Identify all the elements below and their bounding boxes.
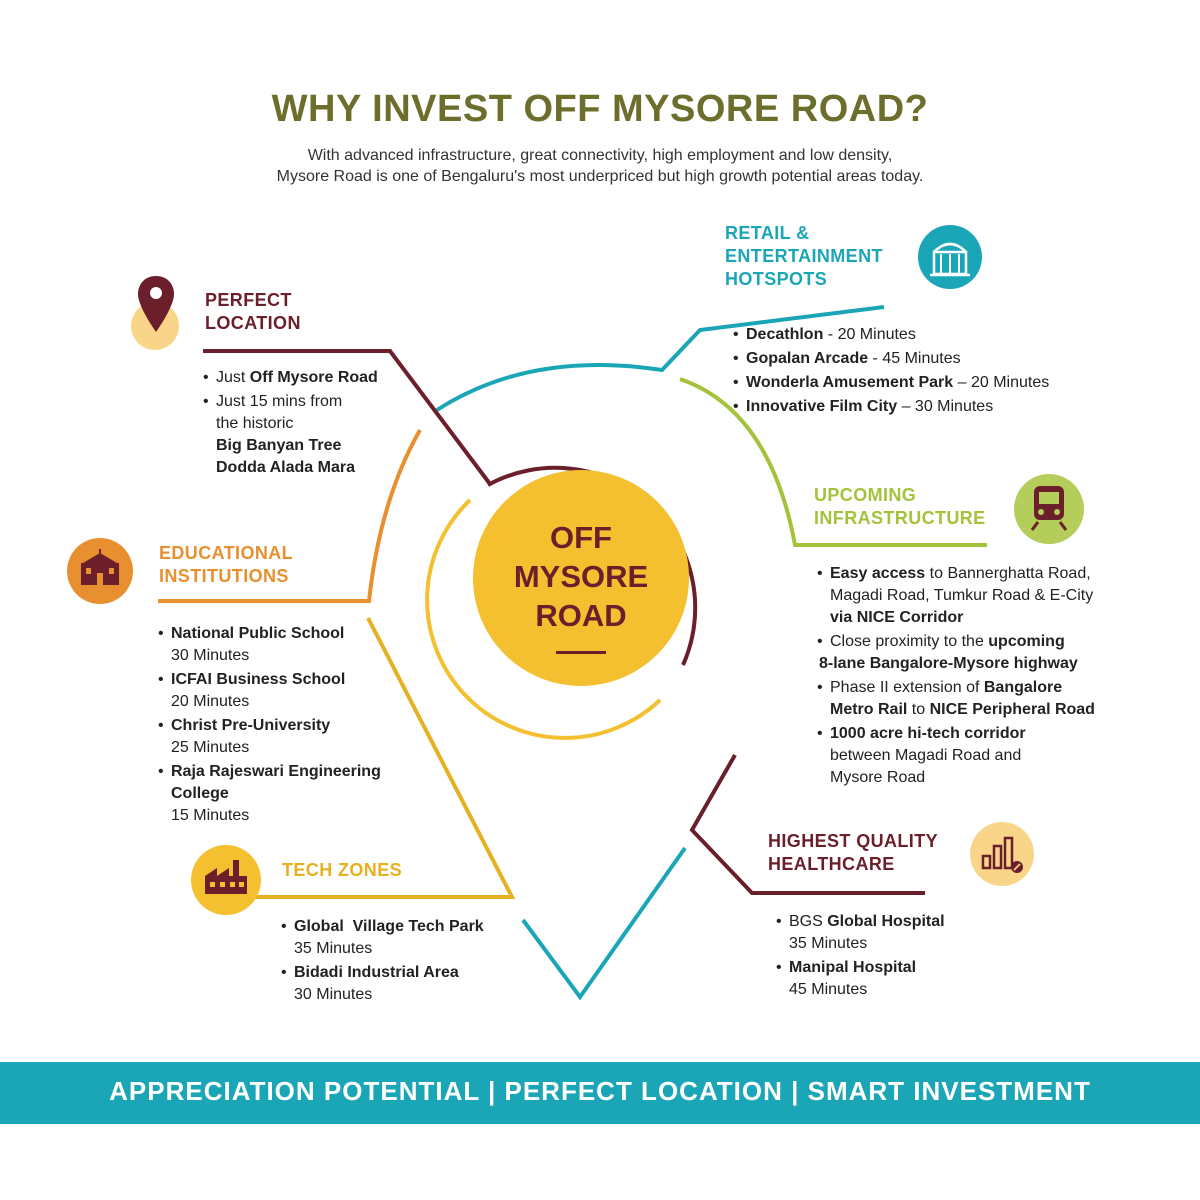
map-pin-icon bbox=[138, 276, 174, 332]
list-item: Easy access to Bannerghatta Road, Magadi… bbox=[817, 563, 1147, 629]
center-line-3: ROAD bbox=[535, 598, 627, 633]
infrastructure-connector bbox=[679, 377, 987, 547]
retail-list: Decathlon - 20 Minutes Gopalan Arcade - … bbox=[733, 324, 1049, 420]
list-item: Innovative Film City – 30 Minutes bbox=[733, 396, 1049, 418]
healthcare-connector bbox=[689, 754, 925, 895]
center-line-2: MYSORE bbox=[513, 559, 649, 594]
tech-connector bbox=[250, 617, 516, 899]
growth-chart-icon bbox=[981, 836, 1023, 873]
list-item: Wonderla Amusement Park – 20 Minutes bbox=[733, 372, 1049, 394]
factory-icon bbox=[205, 860, 247, 894]
infrastructure-heading: UPCOMING INFRASTRUCTURE bbox=[814, 485, 986, 528]
bottom-banner bbox=[0, 1062, 1200, 1124]
pin-bottom-connector bbox=[521, 846, 687, 1001]
retail-heading: RETAIL & ENTERTAINMENT HOTSPOTS bbox=[725, 223, 883, 289]
page-title: WHY INVEST OFF MYSORE ROAD? bbox=[271, 88, 929, 130]
list-item: Just Off Mysore Road bbox=[203, 367, 378, 389]
infrastructure-list: Easy access to Bannerghatta Road, Magadi… bbox=[817, 563, 1147, 791]
list-item: Just 15 mins from the historic Big Banya… bbox=[203, 391, 378, 479]
perfect-location-heading: PERFECT LOCATION bbox=[205, 290, 301, 333]
center-label: OFF MYSORE ROAD bbox=[473, 518, 689, 635]
banner-text: APPRECIATION POTENTIAL | PERFECT LOCATIO… bbox=[109, 1076, 1091, 1106]
center-circle bbox=[473, 470, 689, 686]
education-connector bbox=[158, 429, 422, 603]
center-line-1: OFF bbox=[550, 520, 612, 555]
subtitle-line-1: With advanced infrastructure, great conn… bbox=[307, 147, 893, 164]
center-divider bbox=[556, 651, 606, 654]
list-item: Decathlon - 20 Minutes bbox=[733, 324, 1049, 346]
tech-heading: TECH ZONES bbox=[282, 860, 403, 880]
retail-connector bbox=[435, 305, 885, 412]
education-heading: EDUCATIONAL INSTITUTIONS bbox=[159, 543, 294, 586]
list-item: Phase II extension of Bangalore Metro Ra… bbox=[817, 677, 1147, 721]
perfect-location-list: Just Off Mysore Road Just 15 mins from t… bbox=[203, 367, 378, 481]
mall-building-icon bbox=[930, 242, 970, 277]
inner-ring-yellow bbox=[425, 498, 662, 740]
metro-train-icon bbox=[1030, 486, 1068, 531]
perfect-location-connector bbox=[203, 349, 492, 486]
list-item: Gopalan Arcade - 45 Minutes bbox=[733, 348, 1049, 370]
healthcare-heading: HIGHEST QUALITY HEALTHCARE bbox=[768, 831, 939, 874]
list-item: Close proximity to the upcoming 8-lane B… bbox=[817, 631, 1147, 675]
subtitle-line-2: Mysore Road is one of Bengaluru's most u… bbox=[276, 168, 924, 185]
list-item: 1000 acre hi-tech corridor between Magad… bbox=[817, 723, 1147, 789]
school-building-icon bbox=[81, 549, 119, 585]
